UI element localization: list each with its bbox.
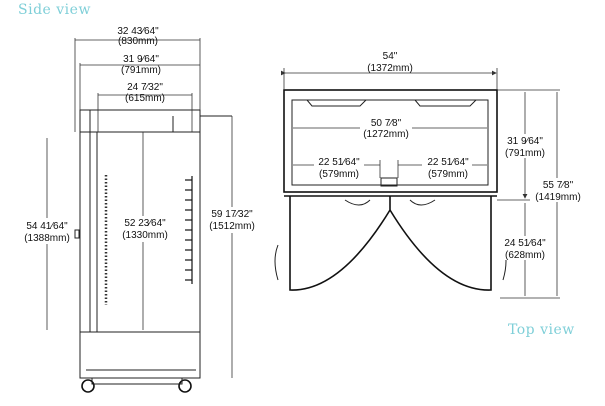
- interior-height-mm: (1330mm): [122, 230, 168, 241]
- interior-depth-inch: 24 7⁄32": [127, 82, 163, 93]
- door-swing-mm: (628mm): [505, 250, 545, 261]
- door-height-mm: (1388mm): [24, 233, 70, 244]
- door-swing-inch: 24 51⁄64": [504, 238, 546, 249]
- cabinet-depth-inch: 31 9⁄64": [123, 54, 159, 65]
- overall-depth-mm: (830mm): [118, 36, 158, 47]
- door-left-mm: (579mm): [319, 169, 359, 180]
- overall-depth-top-inch: 55 7⁄8": [543, 180, 574, 191]
- overall-depth-top-mm: (1419mm): [535, 192, 581, 203]
- interior-width-inch: 50 7⁄8": [371, 118, 402, 129]
- overall-width-inch: 54": [383, 51, 398, 62]
- overall-height-inch: 59 17⁄32": [211, 209, 253, 220]
- door-left-inch: 22 51⁄64": [318, 157, 360, 168]
- interior-width-mm: (1272mm): [363, 129, 409, 140]
- interior-height-inch: 52 23⁄64": [124, 218, 166, 229]
- door-height-inch: 54 41⁄64": [26, 221, 68, 232]
- door-right-inch: 22 51⁄64": [427, 157, 469, 168]
- overall-height-mm: (1512mm): [209, 221, 255, 232]
- door-right-mm: (579mm): [428, 169, 468, 180]
- top-view-title: Top view: [508, 322, 575, 338]
- interior-depth-mm: (615mm): [125, 93, 165, 104]
- cabinet-depth-mm: (791mm): [121, 65, 161, 76]
- side-view-title: Side view: [18, 2, 91, 18]
- cabinet-depth-top-mm: (791mm): [505, 148, 545, 159]
- top-view-drawing: [274, 89, 507, 291]
- overall-width-mm: (1372mm): [367, 63, 413, 74]
- caster-icon: [81, 379, 95, 393]
- overall-depth-inch: 32 43⁄64": [117, 26, 159, 37]
- caster-icon: [178, 379, 192, 393]
- cabinet-depth-top-inch: 31 9⁄64": [507, 136, 543, 147]
- side-view-drawing: [74, 109, 232, 393]
- handle-icon: [74, 229, 80, 239]
- top-view-dimensions: [281, 68, 560, 299]
